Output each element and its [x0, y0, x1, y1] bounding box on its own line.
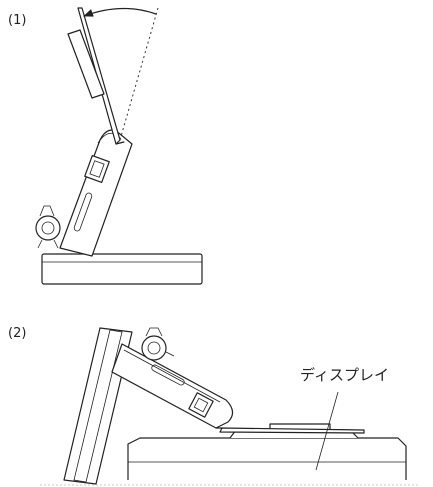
stand-arm-lowered	[111, 343, 234, 429]
clamp-knob-icon	[35, 205, 61, 249]
arm-slot	[73, 192, 93, 232]
step-2-label: (2)	[8, 326, 26, 341]
hinge-window-2	[188, 392, 214, 418]
rotation-guide-line	[119, 7, 159, 141]
arm-slot-2	[151, 364, 185, 386]
display-callout-label: ディスプレイ	[300, 366, 389, 384]
flat-bracket	[219, 427, 365, 434]
step-2-figure: ディスプレイ	[63, 327, 407, 485]
callout-leader-line	[315, 391, 339, 471]
curved-arrow-icon	[83, 7, 157, 17]
hinge-window	[84, 154, 110, 184]
clamp-knob-icon-2	[141, 327, 175, 361]
step-1-figure	[35, 7, 203, 285]
step-1-label: (1)	[8, 13, 26, 28]
stand-base	[41, 253, 203, 285]
tilt-panel	[67, 7, 125, 145]
stand-arm	[59, 129, 133, 257]
